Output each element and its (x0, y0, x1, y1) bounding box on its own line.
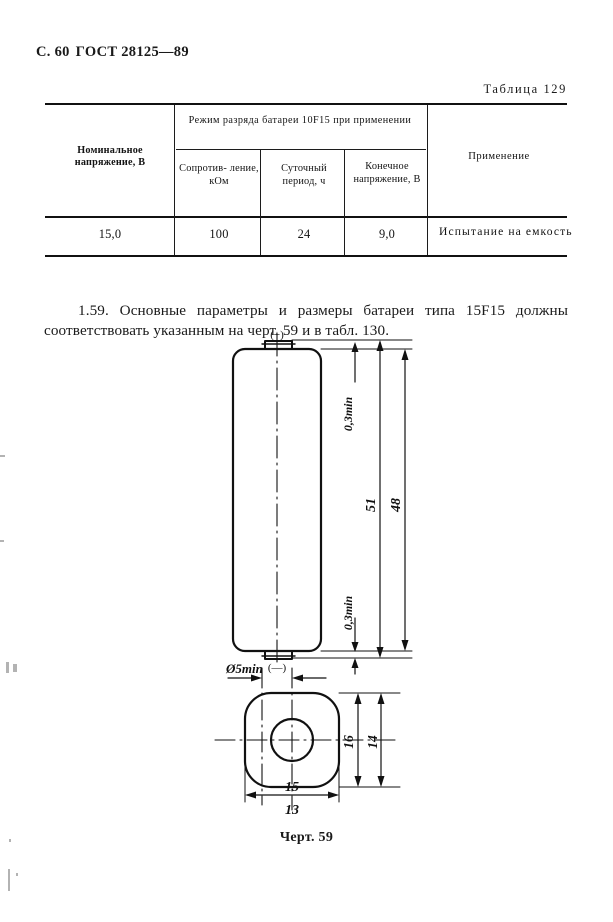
body-paragraph: 1.59. Основные параметры и размеры батар… (44, 302, 568, 340)
page-header: С. 60 ГОСТ 28125—89 (36, 44, 189, 61)
table-row: 9,0 (378, 227, 396, 241)
table-129: Номинальное напряжение, В Режим разряда … (45, 103, 572, 258)
positive-terminal-tab (264, 340, 293, 350)
figure-caption: Черт. 59 (279, 830, 334, 845)
table-row: Испытание на емкость (439, 225, 573, 238)
column-header-final-voltage: Конечное напряжение, В (353, 161, 421, 185)
table-subheader-rule (176, 149, 426, 151)
column-header-resistance: Сопротив- ление, кОм (179, 163, 259, 187)
label-body-height: 48 (389, 498, 404, 513)
scan-artifact (0, 540, 4, 542)
label-top-thickness: 0,3min (341, 397, 355, 432)
scan-artifact (16, 873, 18, 876)
table-divider-1 (174, 105, 176, 255)
table-rule-header-bottom (45, 216, 567, 219)
table-divider-4 (427, 105, 429, 255)
table-divider-2 (260, 150, 262, 255)
label-negative-terminal: (—) (268, 662, 287, 674)
column-header-nominal-voltage: Номинальное напряжение, В (74, 145, 146, 169)
page-number: С. 60 (36, 44, 70, 60)
column-header-discharge-mode: Режим разряда батареи 10F15 при применен… (188, 115, 412, 126)
label-bottom-thickness: 0,3min (341, 596, 355, 631)
scan-artifact (0, 455, 5, 457)
table-divider-3 (344, 150, 346, 255)
label-width-inner: 13 (285, 803, 299, 818)
negative-terminal-tab (264, 650, 293, 660)
label-positive-terminal: (+) (270, 330, 284, 341)
scan-artifact (6, 662, 9, 673)
scan-artifact (8, 869, 10, 891)
scan-artifact (13, 664, 17, 672)
figure-59-drawing: (+) (—) 0,3min 0,3min 51 48 Ø5min 16 14 … (0, 330, 613, 860)
table-caption: Таблица 129 (483, 82, 567, 96)
label-width-outer: 15 (285, 780, 299, 795)
label-hole-diameter: Ø5min (225, 661, 263, 676)
label-height-outer: 16 (341, 735, 356, 749)
table-row: 15,0 (98, 227, 122, 241)
standard-designation: ГОСТ 28125—89 (75, 44, 189, 60)
label-height-inner: 14 (365, 735, 380, 749)
table-rule-top (45, 103, 567, 106)
table-rule-bottom (45, 255, 567, 258)
column-header-daily-period: Суточный период, ч (281, 163, 327, 187)
label-overall-height: 51 (364, 498, 379, 512)
column-header-application: Применение (468, 151, 530, 162)
scan-artifact (9, 839, 11, 842)
table-row: 100 (209, 227, 229, 241)
table-row: 24 (297, 227, 311, 241)
